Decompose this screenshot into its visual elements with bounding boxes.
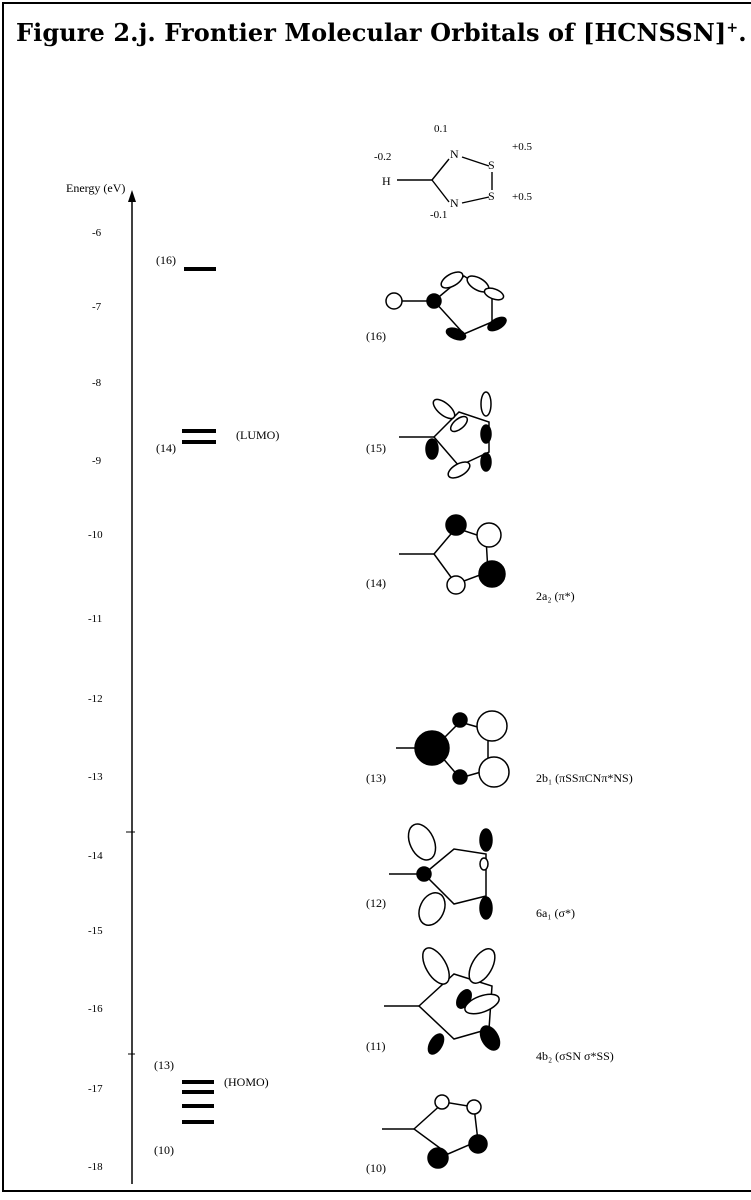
- level-label: (10): [154, 1143, 174, 1157]
- tick-label: -11: [88, 613, 103, 625]
- orbital-16: [385, 271, 507, 341]
- orbital-label: (14): [366, 576, 386, 590]
- orbital-13: [396, 710, 510, 788]
- symmetry-label: 2a₂ (π*): [536, 589, 575, 603]
- tick-label: -17: [88, 1083, 103, 1095]
- lumo-tag: (LUMO): [236, 428, 280, 442]
- charge-n-bottom: -0.1: [430, 209, 448, 221]
- charge-s-top: +0.5: [512, 141, 532, 153]
- figure-title: Figure 2.j. Frontier Molecular Orbitals …: [16, 18, 747, 47]
- atom-n-bottom: N: [450, 196, 459, 210]
- charge-n-top: 0.1: [434, 123, 448, 135]
- charge-s-bottom: +0.5: [512, 191, 532, 203]
- energy-axis-label: Energy (eV): [66, 181, 126, 195]
- level-label: (16): [156, 253, 176, 267]
- level-14-15: [182, 429, 216, 444]
- orbital-label: (11): [366, 1039, 386, 1053]
- homo-tag: (HOMO): [224, 1075, 269, 1089]
- atom-n-top: N: [450, 147, 459, 161]
- charge-c: -0.2: [374, 151, 392, 163]
- level-10-13: [182, 1080, 214, 1124]
- tick-label: -10: [88, 529, 103, 541]
- tick-label: -14: [88, 850, 103, 862]
- orbital-11: [384, 947, 501, 1055]
- level-label: (13): [154, 1058, 174, 1072]
- tick-label: -18: [88, 1161, 103, 1173]
- tick-label: -13: [88, 771, 103, 783]
- orbital-label: (12): [366, 896, 386, 910]
- orbital-12: [389, 823, 493, 926]
- tick-label: -9: [92, 455, 102, 467]
- tick-label: -7: [92, 301, 102, 313]
- orbital-label: (15): [366, 441, 386, 455]
- atom-s-top: S: [488, 158, 495, 172]
- tick-label: -16: [88, 1003, 103, 1015]
- symmetry-label: 2b₁ (πSSπCNπ*NS): [536, 771, 633, 785]
- level-label: (14): [156, 441, 176, 455]
- tick-label: -6: [92, 227, 102, 239]
- level-16: [184, 267, 216, 271]
- atom-h: H: [382, 174, 391, 188]
- tick-label: -8: [92, 377, 102, 389]
- tick-label: -12: [88, 693, 103, 705]
- energy-axis-lines: [126, 190, 136, 1184]
- energy-levels: [182, 267, 216, 1124]
- tick-label: -15: [88, 925, 103, 937]
- orbital-label: (16): [366, 329, 386, 343]
- atom-s-bottom: S: [488, 189, 495, 203]
- orbital-label: (10): [366, 1161, 386, 1175]
- orbital-15: [399, 391, 492, 479]
- orbital-label: (13): [366, 771, 386, 785]
- symmetry-label: 6a₁ (σ*): [536, 906, 575, 920]
- molecule-structure: [397, 156, 493, 204]
- orbital-14: [399, 514, 506, 595]
- orbital-10: [382, 1094, 488, 1169]
- orbital-sketches: [382, 271, 510, 1169]
- symmetry-label: 4b₂ (σSN σ*SS): [536, 1049, 614, 1063]
